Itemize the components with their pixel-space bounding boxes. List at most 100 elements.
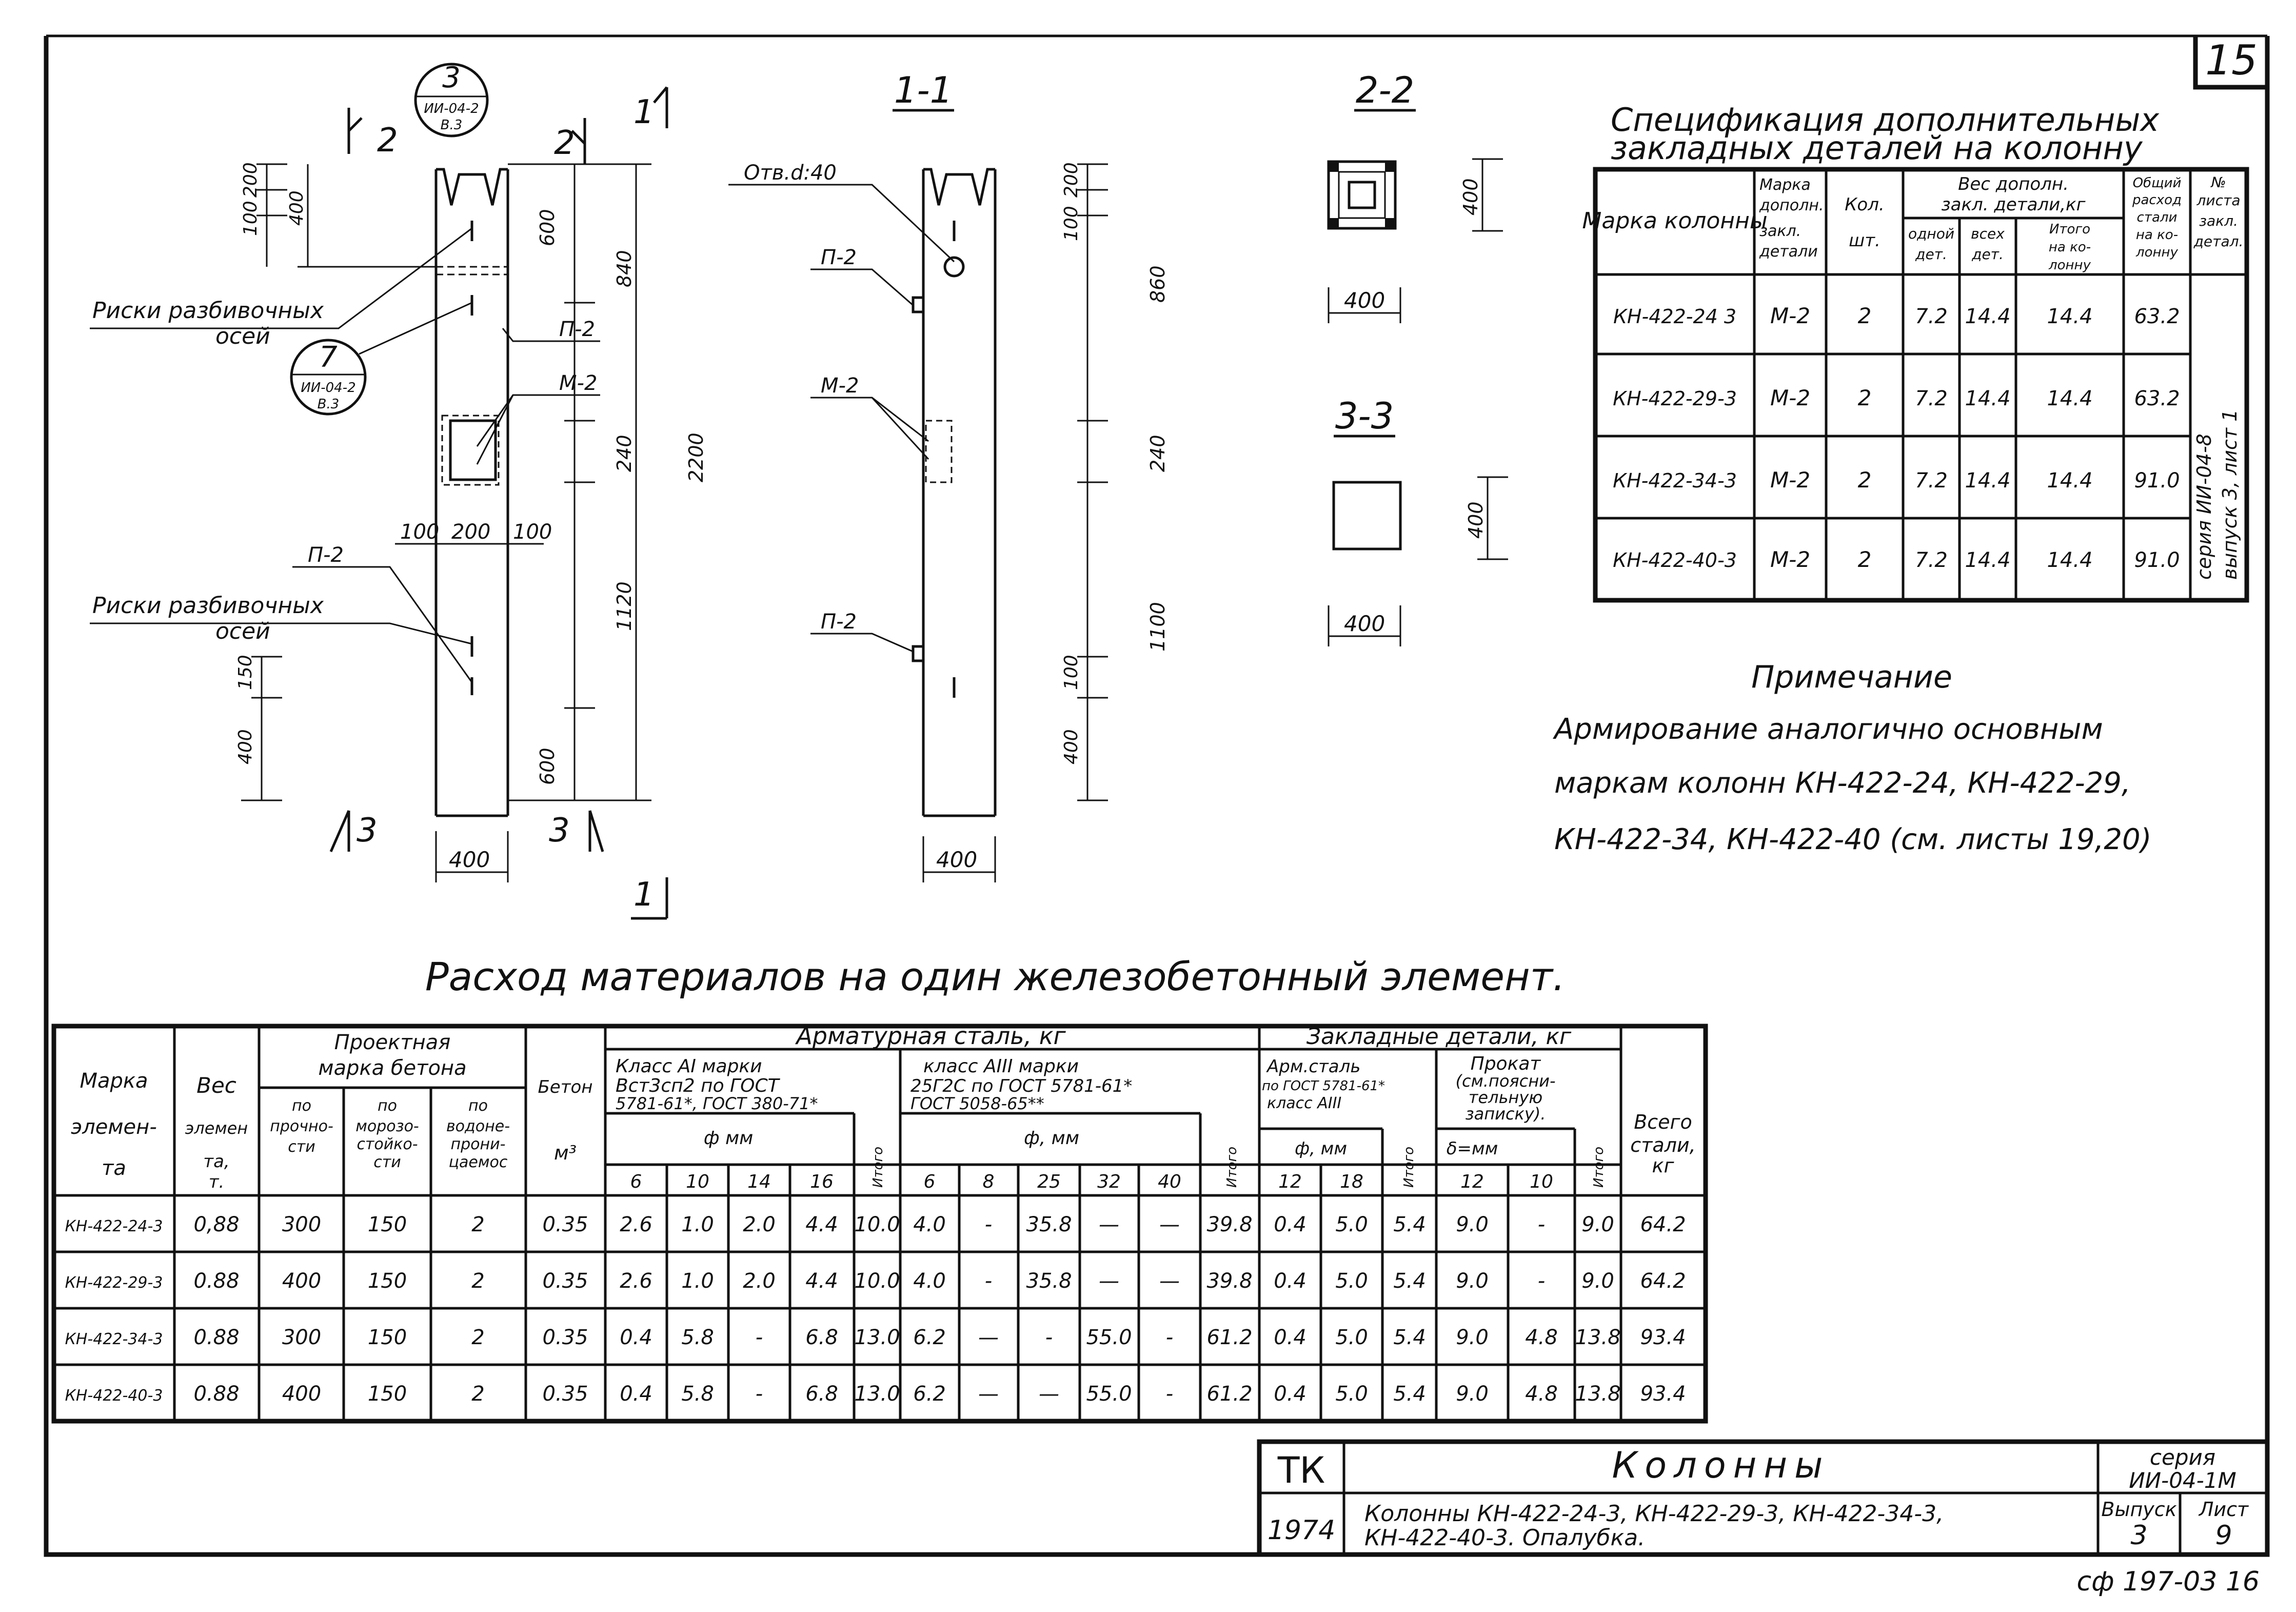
materials-cell: 5.0 <box>1335 1382 1368 1406</box>
mat-hdr-frost-3: стойко- <box>357 1135 418 1153</box>
bottom-stamp: сф 197-03 16 <box>2077 1566 2260 1597</box>
spec-table-grid <box>1593 167 2249 603</box>
materials-cell: 0.4 <box>620 1326 652 1349</box>
section-2-2-square <box>1327 160 1397 230</box>
mat-hdr-water-2: водоне- <box>446 1117 510 1135</box>
spec-cell: КН-422-34-3 <box>1613 469 1737 492</box>
plan-dim-150: 150 <box>235 655 256 690</box>
materials-cell: 93.4 <box>1640 1382 1686 1406</box>
section-2-right-label: 2 <box>554 124 575 162</box>
mat-hdr-class-a1-1: Класс АI марки <box>616 1056 762 1077</box>
mat-hdr-concrete-2: м³ <box>554 1142 577 1164</box>
materials-cell: — <box>1099 1269 1119 1293</box>
spec-hdr-detail-4: детали <box>1759 243 1818 261</box>
materials-cell: 9.0 <box>1456 1382 1489 1406</box>
spec-hdr-total-steel-5: лонну <box>2135 245 2179 260</box>
node-ref-3-series: ИИ-04-2 <box>424 101 479 116</box>
materials-cell: 4.4 <box>805 1269 838 1293</box>
section-1-1-dim-400: 400 <box>1061 729 1082 764</box>
materials-cell: 5.0 <box>1335 1213 1368 1236</box>
spec-cell: 7.2 <box>1915 548 1948 572</box>
spec-cell: 2 <box>1858 385 1872 410</box>
spec-cell: 7.2 <box>1915 469 1948 493</box>
materials-cell: 6.8 <box>805 1326 838 1349</box>
spec-cell: М-2 <box>1770 547 1810 572</box>
spec-cell: 14.4 <box>2047 469 2092 493</box>
materials-cell: 61.2 <box>1206 1382 1252 1406</box>
section-1-1-dim-240: 240 <box>1146 435 1169 472</box>
title-series-value: ИИ-04-1М <box>2129 1468 2236 1493</box>
spec-hdr-total-steel-1: Общий <box>2133 175 2182 191</box>
materials-cell: - <box>1166 1382 1173 1406</box>
materials-cell: 2 <box>471 1269 484 1293</box>
node-ref-7 <box>290 339 367 416</box>
mat-hdr-d18: 18 <box>1340 1171 1363 1192</box>
section-marker-1-bottom <box>631 877 668 920</box>
materials-cell: 1.0 <box>681 1269 714 1293</box>
spec-cell: 7.2 <box>1915 305 1948 328</box>
spec-hdr-weight-1: Вес дополн. <box>1958 174 2069 194</box>
section-3-3-dim-bottom: 400 <box>1344 611 1385 636</box>
spec-hdr-tot-2: на ко- <box>2049 240 2091 255</box>
section-marker-2-right <box>571 118 586 164</box>
plan-label-p2-a: П-2 <box>559 318 595 341</box>
spec-hdr-sheet-4: детал. <box>2193 233 2244 250</box>
materials-cell: 9.0 <box>1456 1326 1489 1349</box>
materials-cell: - <box>756 1326 763 1349</box>
materials-cell: КН-422-40-3 <box>65 1387 163 1405</box>
mat-hdr-d40: 40 <box>1158 1171 1181 1192</box>
mat-hdr-weight-1: Вес <box>196 1073 236 1098</box>
materials-cell: 2.6 <box>620 1269 652 1293</box>
mat-hdr-class-a3-3: ГОСТ 5058-65** <box>911 1094 1044 1113</box>
materials-cell: 4.8 <box>1525 1326 1558 1349</box>
spec-hdr-detail-3: закл. <box>1759 222 1801 240</box>
spec-title-2: закладных деталей на колонну <box>1611 129 2143 167</box>
mat-hdr-arm-steel-1: Арм.сталь <box>1266 1056 1360 1077</box>
section-1-1-p2-b: П-2 <box>821 610 857 634</box>
materials-cell: 35.8 <box>1026 1213 1072 1236</box>
mat-hdr-design-2: марка бетона <box>318 1056 466 1080</box>
spec-hdr-one-1: одной <box>1908 225 1954 242</box>
section-2-2-dim-bottom: 400 <box>1344 288 1385 313</box>
materials-cell: 400 <box>282 1382 321 1406</box>
materials-table-grid <box>51 1024 1708 1424</box>
mat-hdr-frost-1: по <box>378 1097 397 1115</box>
materials-cell: 13.0 <box>854 1382 900 1406</box>
mat-hdr-weight-2: элемен <box>185 1118 248 1138</box>
mat-hdr-rolled-3: тельную <box>1469 1088 1542 1107</box>
mat-hdr-itogo-d: Итого <box>1591 1147 1607 1188</box>
title-sheet-value: 9 <box>2215 1520 2232 1551</box>
materials-cell: 2.6 <box>620 1213 652 1236</box>
mat-hdr-mark-1: Марка <box>80 1069 148 1093</box>
spec-hdr-qty-2: шт. <box>1849 230 1881 251</box>
materials-cell: КН-422-34-3 <box>65 1330 163 1348</box>
materials-cell: - <box>1538 1269 1545 1293</box>
note-title: Примечание <box>1751 659 1952 695</box>
section-3-3-dims <box>1328 476 1508 646</box>
spec-hdr-total-steel-4: на ко- <box>2136 227 2178 243</box>
note-line-1: Армирование аналогично основным <box>1553 713 2103 746</box>
risk-label-bottom-2: осей <box>215 618 270 644</box>
materials-cell: 10.0 <box>854 1213 900 1236</box>
section-marker-3-left <box>329 810 350 853</box>
mat-hdr-rebar-group: Арматурная сталь, кг <box>795 1022 1066 1050</box>
spec-cell: 14.4 <box>1965 469 2010 493</box>
mat-hdr-delta-mm: δ=мм <box>1447 1138 1498 1159</box>
spec-cell: 2 <box>1858 467 1872 493</box>
mat-hdr-weight-3: та, <box>203 1151 229 1172</box>
materials-cell: 300 <box>282 1213 321 1236</box>
mat-hdr-arm-steel-2: по ГОСТ 5781-61* <box>1262 1078 1385 1094</box>
materials-cell: 10.0 <box>854 1269 900 1293</box>
section-1-1-hole: Отв.d:40 <box>744 161 837 185</box>
materials-cell: 6.2 <box>913 1382 946 1406</box>
materials-cell: 0.35 <box>542 1269 588 1293</box>
mat-hdr-phi-mm-a: ф мм <box>704 1128 754 1149</box>
spec-hdr-weight-2: закл. детали,кг <box>1942 194 2086 215</box>
plan-dim-left <box>241 163 436 801</box>
materials-cell: 2 <box>471 1382 484 1406</box>
spec-hdr-detail-2: дополн. <box>1759 196 1824 214</box>
mat-hdr-design-1: Проектная <box>334 1031 451 1054</box>
mat-hdr-d6b: 6 <box>924 1171 936 1192</box>
title-issue-label: Выпуск <box>2101 1498 2176 1521</box>
